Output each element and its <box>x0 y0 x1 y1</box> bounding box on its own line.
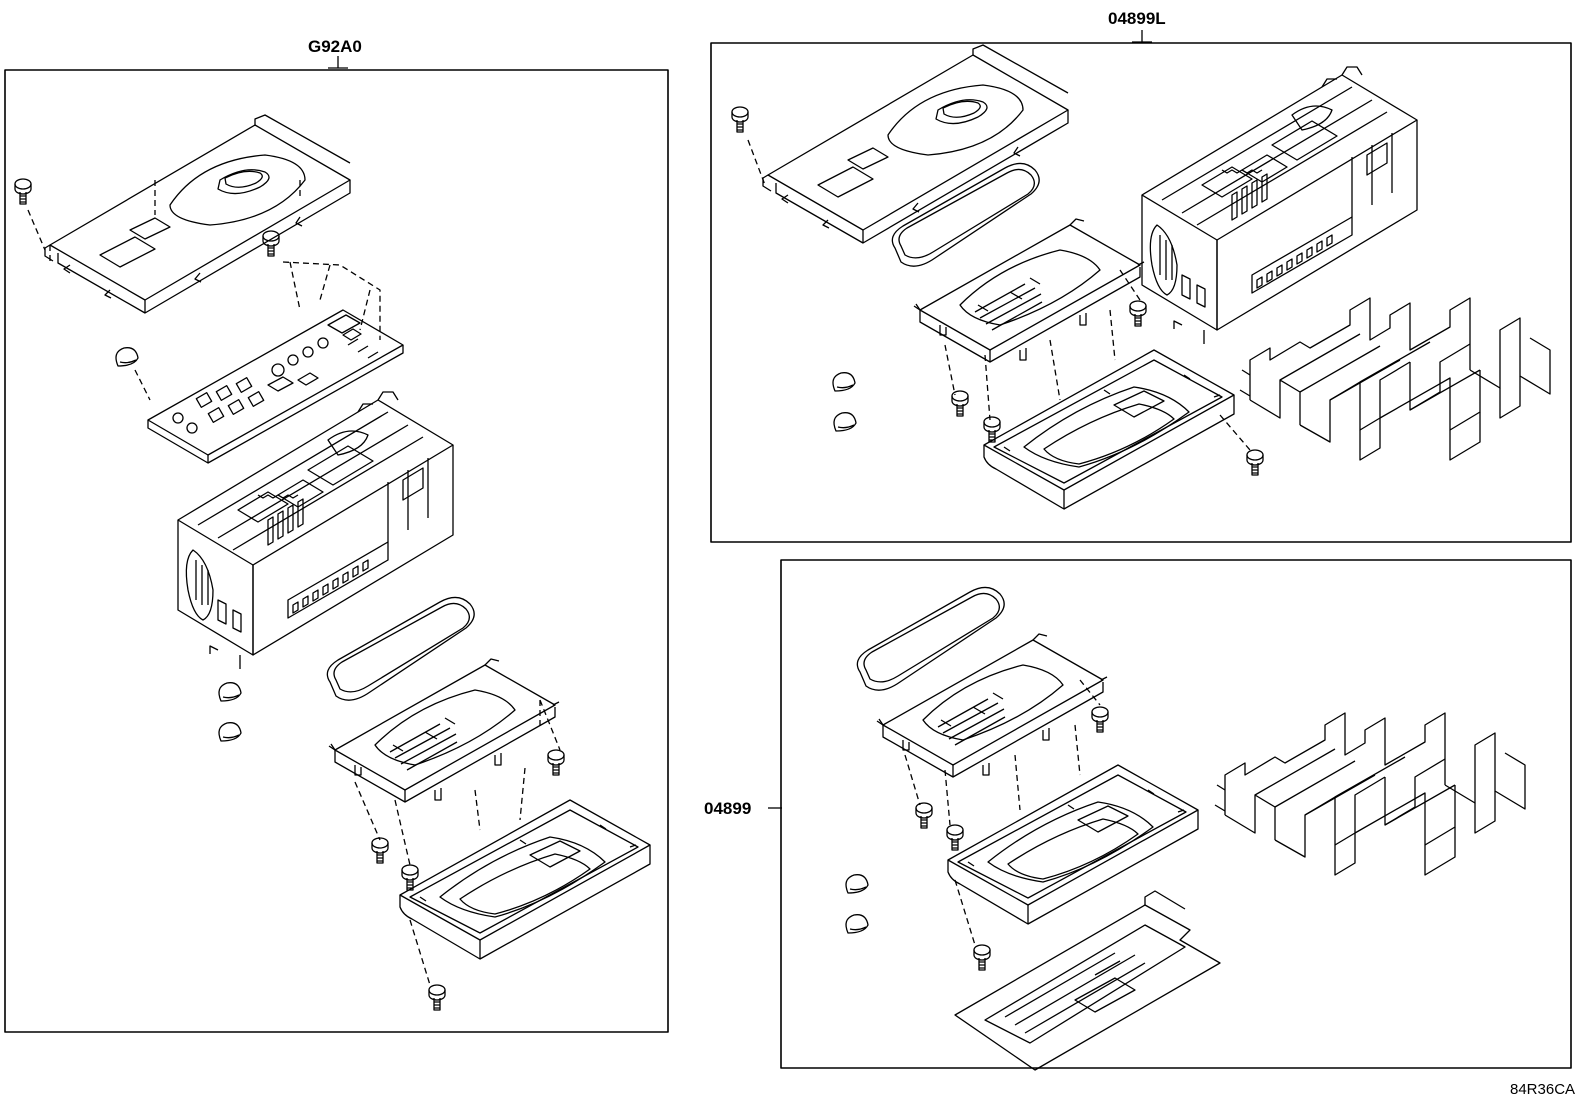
kit-label-left: G92A0 <box>308 37 362 56</box>
bolt-icon <box>946 824 964 851</box>
upper-cover <box>762 44 1069 244</box>
frame-guide-lines <box>539 699 561 751</box>
frame-to-pan-guides <box>354 767 526 866</box>
bottom-right-kit <box>845 586 1526 1071</box>
cap-icon <box>218 682 242 702</box>
inverter-housing <box>1141 66 1418 345</box>
bolt-icon <box>428 984 446 1011</box>
bolt-icon <box>973 944 991 971</box>
kit-frame-left <box>4 69 669 1033</box>
cap-icon <box>845 874 869 894</box>
upper-cover <box>44 114 351 314</box>
bolt-icon <box>371 837 389 864</box>
bolt-icon <box>262 230 280 257</box>
cap-icon <box>832 372 856 392</box>
frame-guide-lines <box>1079 679 1101 706</box>
oil-pan <box>983 349 1235 510</box>
gasket-ring <box>891 162 1040 267</box>
kit-label-bottom-right: 04899 <box>704 799 751 818</box>
grommet-icon <box>115 347 139 367</box>
cap-icon <box>218 722 242 742</box>
bolt-icon <box>731 106 749 133</box>
skid-plate <box>954 890 1221 1071</box>
board-guide-lines-2 <box>289 261 371 331</box>
frame-guide-lines <box>1119 269 1141 301</box>
lower-frame <box>913 218 1145 363</box>
grommet-guide-line <box>134 369 151 401</box>
kit-frame-bottom-right <box>780 559 1572 1069</box>
cover-guide-lines <box>49 180 301 262</box>
lower-frame <box>876 633 1108 778</box>
bolt-icon <box>915 802 933 829</box>
frame-to-pan-guides <box>944 309 1116 421</box>
lower-frame <box>328 658 560 803</box>
pan-guide-line <box>409 919 431 986</box>
cap-icon <box>845 914 869 934</box>
cap-icon <box>833 412 857 432</box>
partition-insert <box>1214 712 1526 876</box>
bolt-icon <box>1091 706 1109 733</box>
oil-pan <box>947 764 1199 925</box>
bolt-icon <box>1129 300 1147 327</box>
bolt-icon <box>547 749 565 776</box>
kit-frame-top-right <box>710 42 1572 543</box>
bolt-icon <box>983 416 1001 443</box>
catalog-code: 84R36CA <box>1510 1081 1575 1098</box>
top-right-kit <box>731 44 1551 510</box>
left-kit <box>14 114 651 1011</box>
kit-label-top-right: 04899L <box>1108 9 1166 28</box>
oil-pan <box>399 799 651 960</box>
bolt-guide-line <box>747 139 766 186</box>
bolt-icon <box>14 178 32 205</box>
gasket-ring <box>856 586 1005 691</box>
bolt-guide-line <box>27 209 46 251</box>
pan-guide-line <box>954 879 976 946</box>
inverter-housing <box>177 391 454 670</box>
bolt-icon <box>1246 449 1264 476</box>
gasket-ring <box>326 596 475 701</box>
pan-guide-line <box>1219 414 1251 451</box>
partition-insert <box>1239 297 1551 461</box>
board-guide-lines <box>282 261 381 340</box>
control-board <box>147 309 404 464</box>
